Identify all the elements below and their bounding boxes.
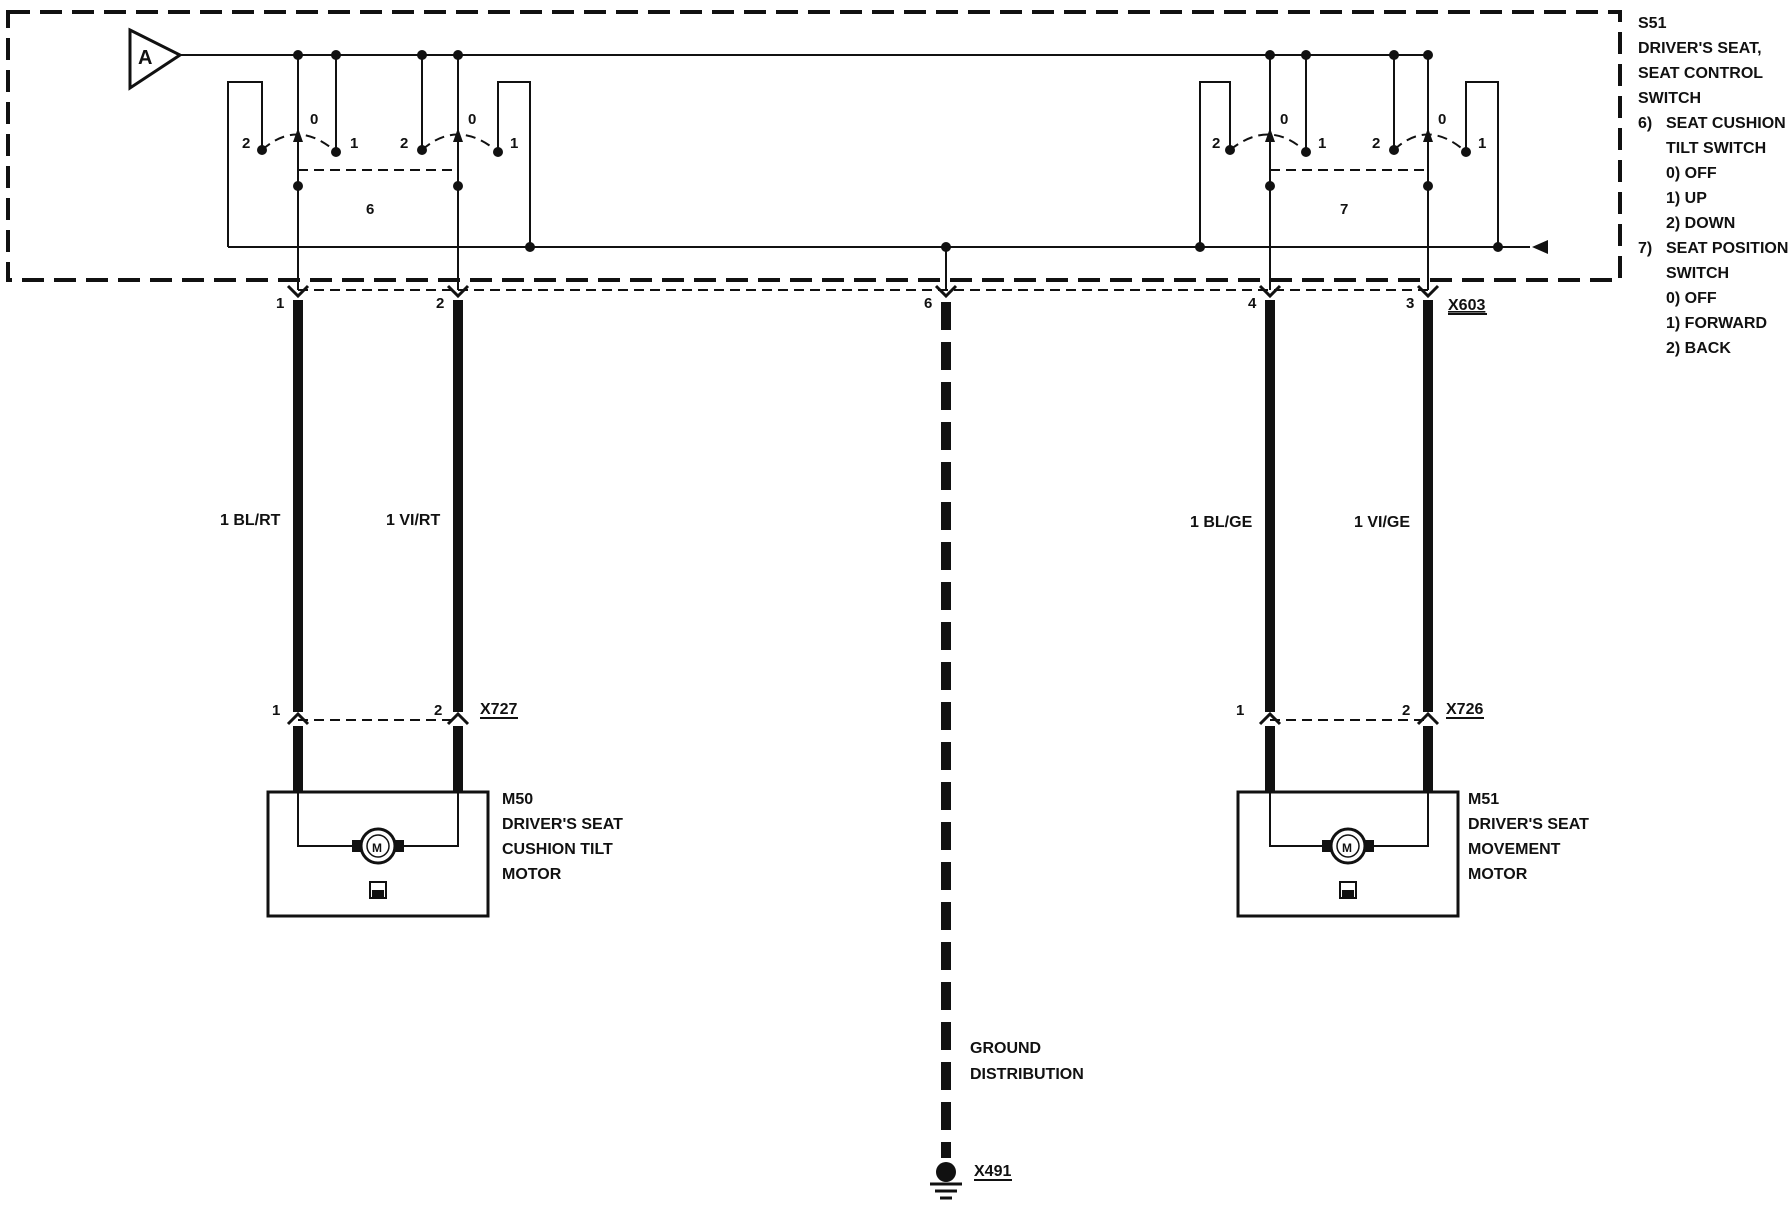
legend-switch-id: S51 xyxy=(1638,15,1667,32)
x603-label: X603 xyxy=(1448,297,1485,314)
x726-pin-2: 2 xyxy=(1402,702,1410,719)
switch-group-6: 2 0 1 2 0 1 6 xyxy=(227,50,535,290)
m51-name-3: MOTOR xyxy=(1468,866,1528,883)
m50-name-3: MOTOR xyxy=(502,866,562,883)
switch-legend: S51 DRIVER'S SEAT, SEAT CONTROL SWITCH 6… xyxy=(1638,15,1788,357)
m50-name-1: DRIVER'S SEAT xyxy=(502,816,623,833)
contact-label: 2 xyxy=(1372,135,1380,152)
legend-item6-num: 6) xyxy=(1638,115,1652,132)
switch-group-6-label: 6 xyxy=(366,201,374,218)
wire-label-bl-ge: 1 BL/GE xyxy=(1190,514,1253,531)
switch-group-7: 2 0 1 2 0 1 7 xyxy=(1195,50,1503,290)
contact-label: 2 xyxy=(400,135,408,152)
contact-label: 2 xyxy=(1212,135,1220,152)
x727-pin-1: 1 xyxy=(272,702,280,719)
m51-id: M51 xyxy=(1468,791,1499,808)
contact-label: 0 xyxy=(1438,111,1446,128)
m51-name-1: DRIVER'S SEAT xyxy=(1468,816,1589,833)
connector-x727: 1 2 X727 xyxy=(272,701,518,726)
m50-id: M50 xyxy=(502,791,533,808)
ground-icon xyxy=(930,1162,962,1200)
x603-pins xyxy=(286,284,1440,299)
x603-pin-3: 3 xyxy=(1406,295,1414,312)
wire-label-bl-rt: 1 BL/RT xyxy=(220,512,281,529)
legend-item6-pos1: 1) UP xyxy=(1666,190,1707,207)
wire-label-vi-rt: 1 VI/RT xyxy=(386,512,440,529)
x603-pin-2: 2 xyxy=(436,295,444,312)
motor-m51: M xyxy=(1236,790,1460,918)
legend-item7-line2: SWITCH xyxy=(1666,265,1729,282)
legend-item7-num: 7) xyxy=(1638,240,1652,257)
x603-pin-1: 1 xyxy=(276,295,284,312)
motor-m51-ground-icon xyxy=(1339,881,1357,899)
legend-item6-pos2: 2) DOWN xyxy=(1666,215,1735,232)
legend-switch-name-1: DRIVER'S SEAT, xyxy=(1638,40,1762,57)
legend-item7-pos1: 1) FORWARD xyxy=(1666,315,1767,332)
switch-housing xyxy=(6,10,1622,282)
legend-item6-line2: TILT SWITCH xyxy=(1666,140,1766,157)
motor-m51-symbol: M xyxy=(1342,841,1352,855)
x726-pin-1: 1 xyxy=(1236,702,1244,719)
connector-a-symbol: A xyxy=(128,27,183,91)
legend-item7-pos0: 0) OFF xyxy=(1666,290,1717,307)
contact-label: 1 xyxy=(510,135,518,152)
legend-switch-name-3: SWITCH xyxy=(1638,90,1701,107)
contact-label: 1 xyxy=(1318,135,1326,152)
x491-label: X491 xyxy=(974,1163,1011,1180)
x727-label: X727 xyxy=(480,701,517,718)
legend-item7-pos2: 2) BACK xyxy=(1666,340,1731,357)
legend-item6-pos0: 0) OFF xyxy=(1666,165,1717,182)
legend-item6-line1: SEAT CUSHION xyxy=(1666,115,1786,132)
contact-label: 1 xyxy=(350,135,358,152)
m50-name-2: CUSHION TILT xyxy=(502,841,613,858)
contact-label: 0 xyxy=(468,111,476,128)
ground-label-1: GROUND xyxy=(970,1040,1041,1057)
connector-a-label: A xyxy=(138,47,152,69)
m51-name-2: MOVEMENT xyxy=(1468,841,1561,858)
x603-pin-6: 6 xyxy=(924,295,932,312)
x603-pin-4: 4 xyxy=(1248,295,1257,312)
contact-label: 0 xyxy=(310,111,318,128)
motor-m50-ground-icon xyxy=(369,881,387,899)
bottom-bus-arrow xyxy=(1532,240,1548,254)
switch-group-7-label: 7 xyxy=(1340,201,1348,218)
motor-m50-symbol: M xyxy=(372,841,382,855)
wire-label-vi-ge: 1 VI/GE xyxy=(1354,514,1410,531)
contact-label: 1 xyxy=(1478,135,1486,152)
contact-label: 0 xyxy=(1280,111,1288,128)
legend-item7-line1: SEAT POSITION xyxy=(1666,240,1788,257)
x727-pin-2: 2 xyxy=(434,702,442,719)
contact-label: 2 xyxy=(242,135,250,152)
x726-label: X726 xyxy=(1446,701,1483,718)
legend-switch-name-2: SEAT CONTROL xyxy=(1638,65,1763,82)
motor-m50: M xyxy=(266,790,490,918)
connector-x726: 1 2 X726 xyxy=(1236,701,1484,726)
ground-label-2: DISTRIBUTION xyxy=(970,1066,1084,1083)
